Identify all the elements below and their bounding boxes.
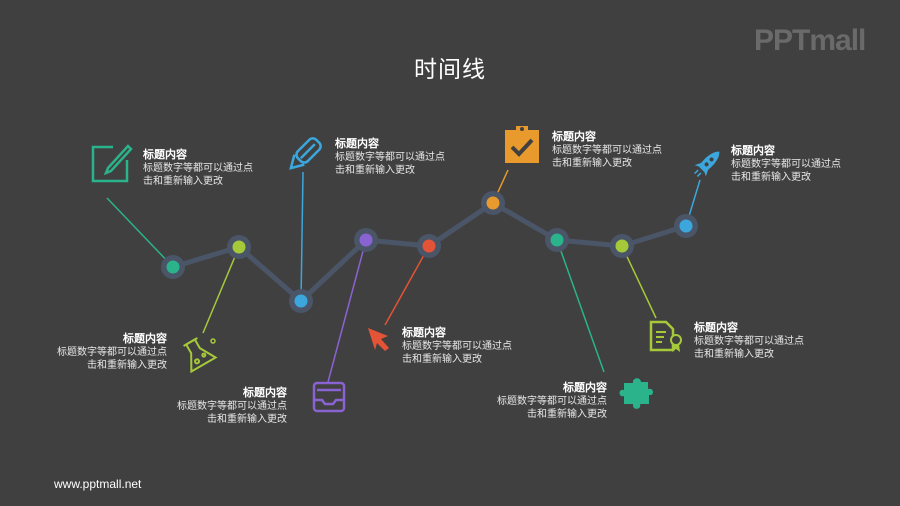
edit-icon bbox=[91, 144, 133, 183]
card-desc-line1: 标题数字等都可以通过点 bbox=[143, 163, 253, 174]
footer-url: www.pptmall.net bbox=[54, 477, 142, 491]
card-desc-line1: 标题数字等都可以通过点 bbox=[694, 336, 804, 347]
timeline-card-5: 标题内容 标题数字等都可以通过点 击和重新输入更改 bbox=[402, 326, 542, 366]
rocket-icon bbox=[694, 151, 720, 177]
timeline-node-1 bbox=[161, 255, 185, 279]
connector-4 bbox=[327, 239, 367, 383]
flask-bubble-icon bbox=[210, 338, 216, 344]
card-title: 标题内容 bbox=[731, 144, 775, 157]
card-desc-line2: 击和重新输入更改 bbox=[731, 172, 811, 183]
card-title: 标题内容 bbox=[243, 386, 287, 399]
timeline-node-8 bbox=[610, 234, 634, 258]
timeline-node-5 bbox=[417, 234, 441, 258]
card-desc-line2: 击和重新输入更改 bbox=[207, 414, 287, 425]
card-desc-line2: 击和重新输入更改 bbox=[143, 176, 223, 187]
card-title: 标题内容 bbox=[563, 381, 607, 394]
card-desc-line2: 击和重新输入更改 bbox=[335, 165, 415, 176]
pencil-icon bbox=[289, 137, 322, 170]
connector-7 bbox=[556, 239, 605, 373]
slide-title: 时间线 bbox=[414, 57, 486, 83]
card-desc-line2: 击和重新输入更改 bbox=[87, 360, 167, 371]
timeline-card-2: 标题内容 标题数字等都可以通过点 击和重新输入更改 bbox=[27, 332, 167, 372]
timeline-card-1: 标题内容 标题数字等都可以通过点 击和重新输入更改 bbox=[143, 148, 283, 188]
clipboard-check-icon bbox=[505, 126, 539, 163]
card-title: 标题内容 bbox=[552, 130, 596, 143]
timeline-card-9: 标题内容 标题数字等都可以通过点 击和重新输入更改 bbox=[731, 144, 871, 184]
timeline-node-3 bbox=[289, 289, 313, 313]
timeline-card-8: 标题内容 标题数字等都可以通过点 击和重新输入更改 bbox=[694, 321, 834, 361]
card-desc-line1: 标题数字等都可以通过点 bbox=[402, 341, 512, 352]
connector-5 bbox=[384, 245, 430, 326]
timeline-node-6 bbox=[481, 191, 505, 215]
card-desc-line2: 击和重新输入更改 bbox=[552, 158, 632, 169]
card-desc-line1: 标题数字等都可以通过点 bbox=[497, 396, 607, 407]
card-desc-line1: 标题数字等都可以通过点 bbox=[552, 145, 662, 156]
card-title: 标题内容 bbox=[402, 326, 446, 339]
timeline-card-4: 标题内容 标题数字等都可以通过点 击和重新输入更改 bbox=[147, 386, 287, 426]
brand-logo: PPTmall bbox=[754, 24, 866, 57]
timeline-card-3: 标题内容 标题数字等都可以通过点 击和重新输入更改 bbox=[335, 137, 475, 177]
card-title: 标题内容 bbox=[123, 332, 167, 345]
timeline-node-9 bbox=[674, 214, 698, 238]
card-desc-line2: 击和重新输入更改 bbox=[527, 409, 607, 420]
card-title: 标题内容 bbox=[143, 148, 187, 161]
inbox-icon bbox=[312, 381, 346, 413]
cursor-arrow-icon bbox=[368, 328, 389, 351]
timeline-card-6: 标题内容 标题数字等都可以通过点 击和重新输入更改 bbox=[552, 130, 692, 170]
card-desc-line1: 标题数字等都可以通过点 bbox=[731, 159, 841, 170]
timeline-node-4 bbox=[354, 228, 378, 252]
card-desc-line2: 击和重新输入更改 bbox=[694, 349, 774, 360]
connector-2 bbox=[202, 246, 240, 334]
card-desc-line1: 标题数字等都可以通过点 bbox=[335, 152, 445, 163]
certificate-icon bbox=[649, 320, 682, 352]
puzzle-icon bbox=[619, 378, 654, 409]
connector-8 bbox=[621, 245, 657, 319]
connector-3 bbox=[300, 171, 304, 302]
card-title: 标题内容 bbox=[335, 137, 379, 150]
timeline-card-7: 标题内容 标题数字等都可以通过点 击和重新输入更改 bbox=[467, 381, 607, 421]
timeline-node-2 bbox=[227, 235, 251, 259]
card-desc-line2: 击和重新输入更改 bbox=[402, 354, 482, 365]
card-title: 标题内容 bbox=[694, 321, 738, 334]
connector-1 bbox=[106, 197, 174, 268]
timeline-node-7 bbox=[545, 228, 569, 252]
card-desc-line1: 标题数字等都可以通过点 bbox=[177, 401, 287, 412]
flask-icon bbox=[183, 337, 218, 374]
card-desc-line1: 标题数字等都可以通过点 bbox=[57, 347, 167, 358]
